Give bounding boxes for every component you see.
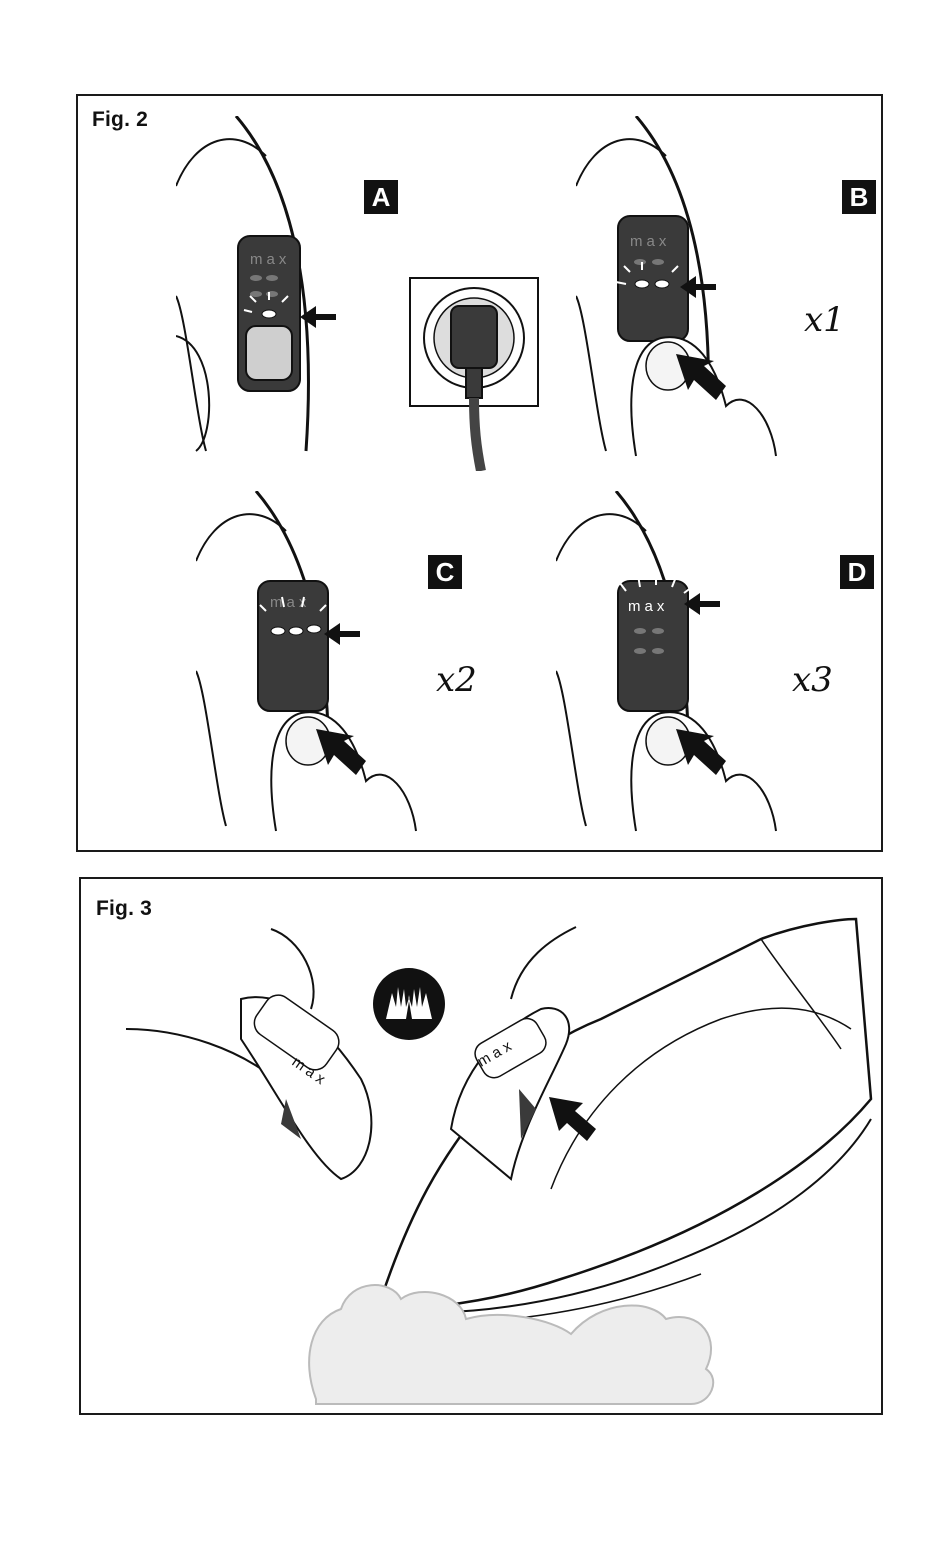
steam-cloud [309, 1285, 713, 1404]
panel-b-illustration: max x1 [576, 116, 950, 471]
panel-a-max-text: max [250, 251, 290, 268]
panel-d-illustration: max x3 [556, 491, 946, 846]
panel-b-count: x1 [804, 300, 845, 340]
panel-c-badge: C [428, 555, 462, 589]
panel-a-illustration: max [176, 116, 566, 471]
panel-d-max-text: max [628, 598, 668, 615]
panel-c-illustration: max x2 [196, 491, 586, 846]
steam-iron: max [381, 919, 871, 1323]
panel-b-badge: B [842, 180, 876, 214]
panel-b: max x1 B [576, 116, 950, 471]
panel-d-count: x3 [792, 660, 833, 700]
panel-c-count: x2 [436, 660, 477, 700]
figure-3: Fig. 3 max max [79, 877, 883, 1415]
panel-c: max x2 C [196, 491, 586, 846]
figure-2-title: Fig. 2 [92, 108, 148, 132]
left-handle: max [241, 990, 371, 1179]
figure-3-illustration: max max [81, 879, 881, 1413]
two-hands-icon [373, 968, 445, 1040]
panel-a-badge: A [364, 180, 398, 214]
panel-d-badge: D [840, 555, 874, 589]
panel-a: max A [176, 116, 566, 471]
panel-b-max-text: max [630, 233, 670, 250]
panel-c-max-text: max [270, 594, 310, 611]
figure-2: Fig. 2 max A [76, 94, 883, 852]
panel-d: max x3 D [556, 491, 946, 846]
